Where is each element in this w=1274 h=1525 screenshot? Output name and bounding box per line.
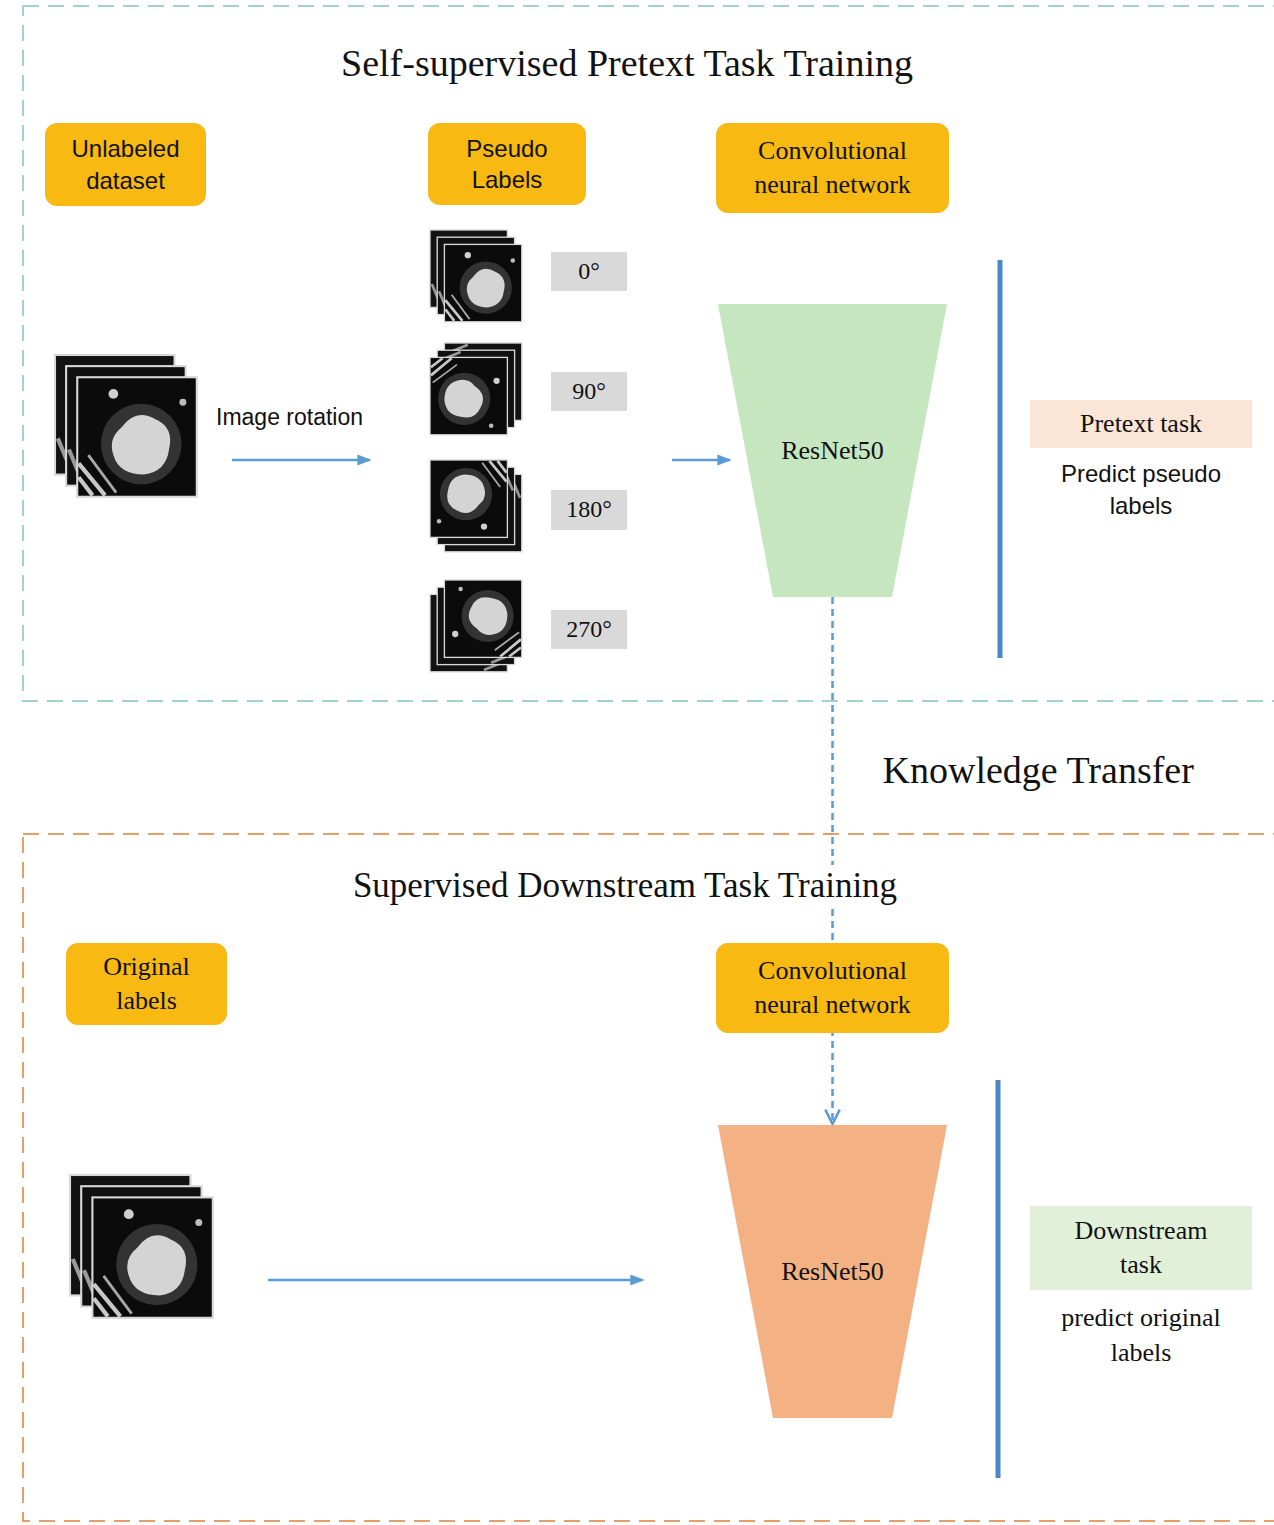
step-box: Convolutional neural network bbox=[716, 123, 949, 213]
network-name: ResNet50 bbox=[781, 1255, 884, 1289]
region-border bbox=[23, 6, 1274, 701]
trapezoid-text-holder: ResNet50 bbox=[718, 304, 947, 597]
training-region: Self-supervised Pretext Task TrainingUnl… bbox=[22, 5, 1274, 702]
step-box: Pseudo Labels bbox=[428, 123, 586, 205]
flow-arrow bbox=[232, 459, 370, 462]
task-description: Predict pseudo labels bbox=[1030, 458, 1252, 523]
network-trapezoid: ResNet50 bbox=[718, 304, 947, 597]
ct-image bbox=[430, 230, 522, 322]
box-label: 180° bbox=[566, 494, 612, 525]
box-label: Convolutional neural network bbox=[726, 134, 939, 202]
transfer-arrow bbox=[831, 597, 834, 1124]
ct-image bbox=[430, 580, 522, 672]
region-outline bbox=[22, 833, 1274, 1522]
task-description: predict original labels bbox=[1030, 1300, 1252, 1370]
task-box: Downstream task predict original labels bbox=[1030, 1206, 1252, 1370]
ct-image bbox=[70, 1175, 213, 1318]
divider-line bbox=[998, 260, 1003, 658]
rotation-label: 270° bbox=[551, 610, 627, 649]
ct-image bbox=[55, 355, 197, 497]
trapezoid-text-holder: ResNet50 bbox=[718, 1125, 947, 1418]
network-name: ResNet50 bbox=[781, 434, 884, 468]
rotation-label: 0° bbox=[551, 252, 627, 291]
task-heading-box: Pretext task bbox=[1030, 400, 1252, 448]
training-region: Supervised Downstream Task TrainingOrigi… bbox=[22, 833, 1274, 1522]
trapezoid-fill bbox=[718, 304, 947, 597]
divider-line bbox=[996, 1080, 1001, 1478]
region-title: Supervised Downstream Task Training bbox=[347, 865, 903, 907]
box-label: 270° bbox=[566, 614, 612, 645]
trapezoid-fill bbox=[718, 1125, 947, 1418]
task-heading-box: Downstream task bbox=[1030, 1206, 1252, 1290]
step-box: Unlabeled dataset bbox=[45, 123, 206, 206]
region-outline bbox=[22, 5, 1274, 702]
step-box: Original labels bbox=[66, 943, 227, 1025]
rotation-label: 90° bbox=[551, 372, 627, 411]
box-label: 0° bbox=[578, 256, 600, 287]
ct-image bbox=[430, 460, 522, 552]
edge-label: Knowledge Transfer bbox=[879, 748, 1198, 794]
task-heading: Downstream task bbox=[1060, 1214, 1222, 1282]
region-title: Self-supervised Pretext Task Training bbox=[335, 41, 919, 87]
rotation-label: 180° bbox=[551, 490, 627, 530]
flow-arrow bbox=[672, 459, 730, 462]
box-label: Original labels bbox=[78, 950, 215, 1018]
region-border bbox=[23, 834, 1274, 1521]
arrow-label: Image rotation bbox=[212, 404, 367, 432]
box-label: Pseudo Labels bbox=[442, 133, 572, 195]
task-heading: Pretext task bbox=[1080, 407, 1202, 441]
box-label: Convolutional neural network bbox=[726, 954, 939, 1022]
box-label: Unlabeled dataset bbox=[55, 133, 196, 195]
ct-image bbox=[430, 343, 522, 435]
step-box: Convolutional neural network bbox=[716, 943, 949, 1033]
flow-arrow bbox=[268, 1279, 643, 1282]
box-label: 90° bbox=[572, 376, 606, 407]
network-trapezoid: ResNet50 bbox=[718, 1125, 947, 1418]
task-box: Pretext taskPredict pseudo labels bbox=[1030, 400, 1252, 523]
